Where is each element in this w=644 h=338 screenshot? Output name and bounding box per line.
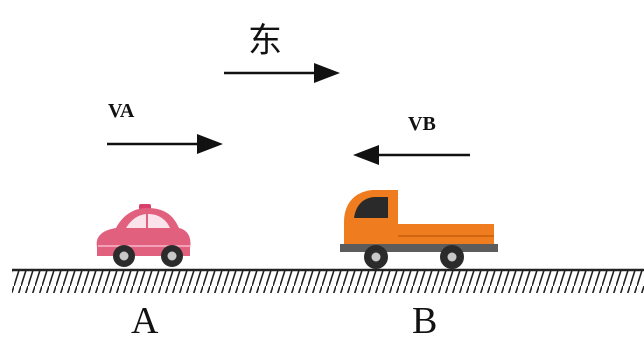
velocity-a-arrow — [107, 134, 223, 154]
velocity-a-label: VA — [108, 100, 135, 122]
east-arrow — [224, 63, 340, 83]
ground — [12, 268, 644, 293]
car-a-wheel-front — [161, 245, 183, 267]
direction-east-label: 东 — [248, 21, 282, 61]
car-a-body — [96, 208, 191, 256]
position-b-label: B — [412, 300, 437, 338]
truck-b-cab-window — [354, 197, 388, 218]
velocity-b-label: VB — [408, 113, 436, 135]
truck-b — [340, 190, 498, 269]
car-a — [96, 204, 191, 267]
position-a-label: A — [131, 300, 159, 338]
truck-b-wheel-rear — [440, 245, 464, 269]
car-a-wheel-rear — [113, 245, 135, 267]
truck-b-wheel-front — [364, 245, 388, 269]
velocity-b-arrow — [353, 145, 470, 165]
